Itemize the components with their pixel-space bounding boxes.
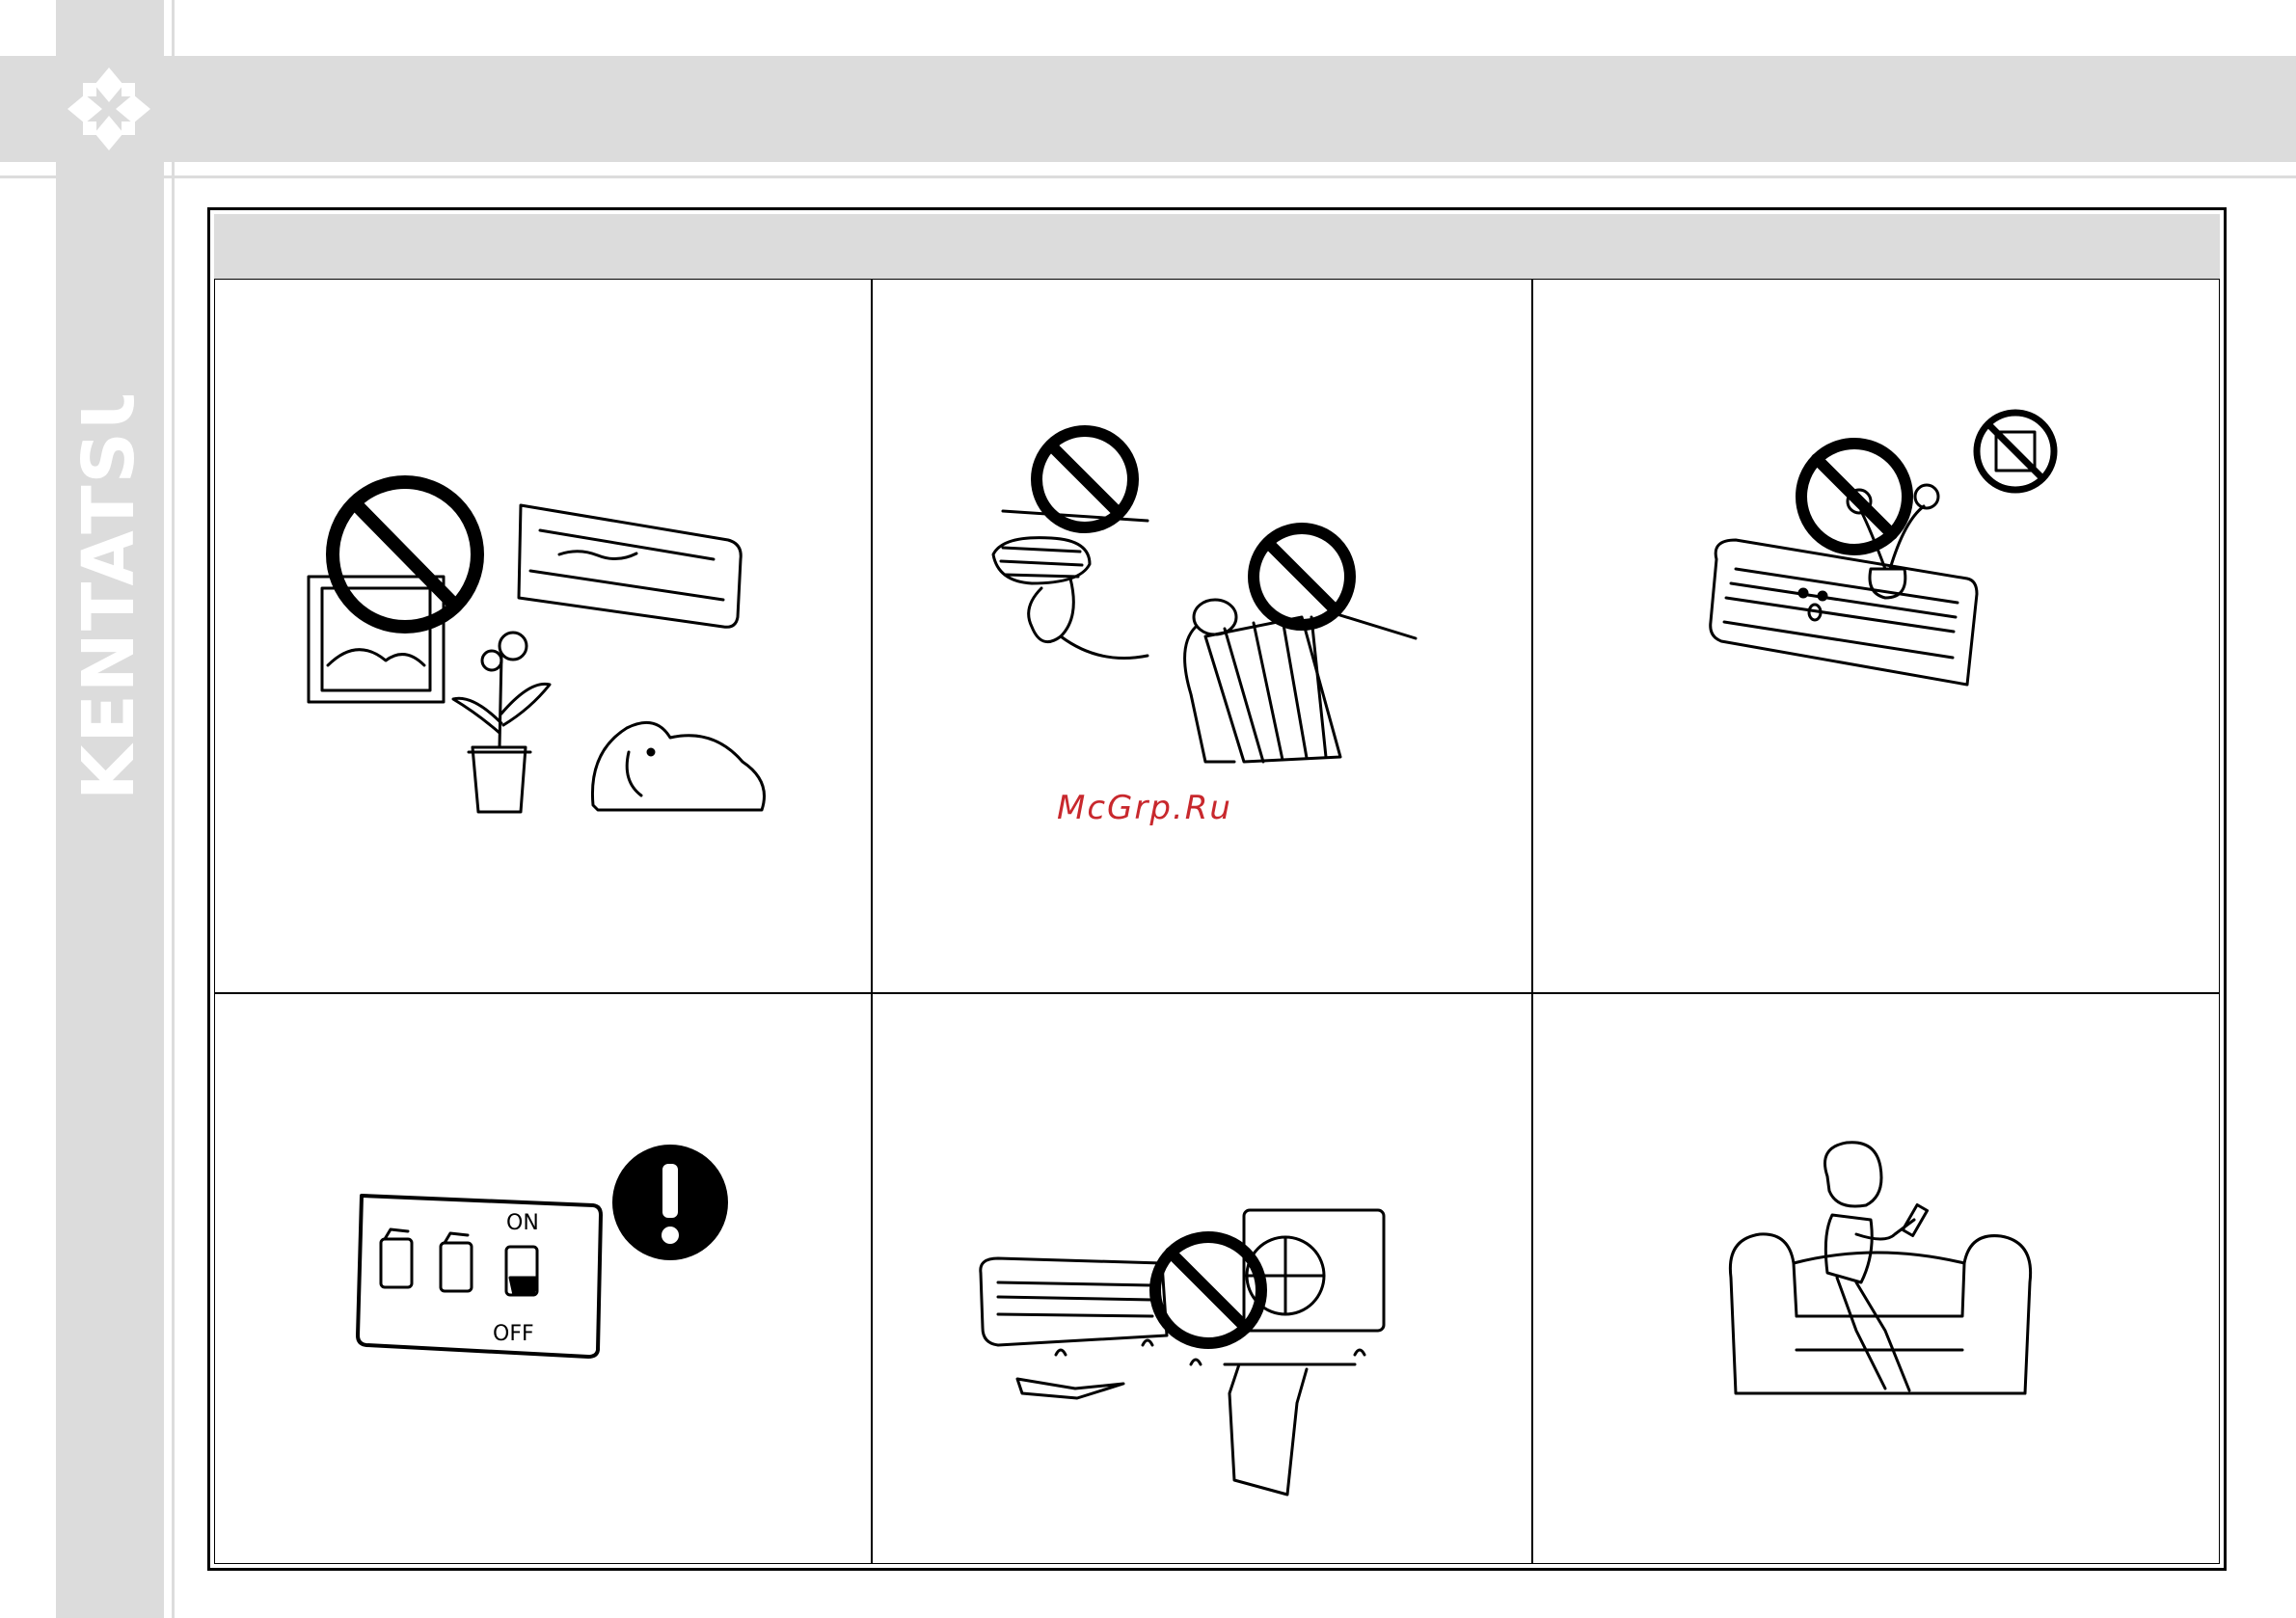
cell-illustration-handling: [974, 424, 1446, 781]
cell-illustration-obstruction: [289, 463, 791, 849]
prohibition-icon: [1254, 528, 1350, 625]
prohibition-icon: [1801, 444, 1907, 550]
panel-title-bar: [214, 214, 2220, 280]
switch-on-label: ON: [506, 1211, 539, 1235]
sofa-icon: [1730, 1234, 2030, 1393]
prohibition-icon: [333, 482, 477, 627]
picture-frame-icon: [309, 577, 444, 702]
cell-illustration-power-switch: ON OFF: [352, 1143, 738, 1364]
grid-divider: [871, 280, 873, 1564]
header-divider: [0, 175, 2296, 178]
wet-items-icon: [1017, 1340, 1364, 1495]
dog-icon: [592, 722, 764, 810]
grid-divider: [1531, 280, 1533, 1564]
switch-panel-icon: [358, 1196, 601, 1357]
brand-logo-icon: [56, 56, 162, 162]
air-conditioner-icon: [1711, 540, 1977, 685]
air-conditioner-icon: [519, 505, 741, 627]
warning-exclamation-icon: [612, 1145, 728, 1260]
potted-plant-icon: [453, 633, 550, 812]
watermark-text: McGrp.Ru: [1057, 789, 1259, 831]
grid-divider: [214, 992, 2220, 994]
person-icon: [1825, 1143, 1928, 1390]
outdoor-unit-icon: [1244, 1210, 1384, 1331]
brand-wordmark: KENTATSU: [48, 395, 174, 810]
air-conditioner-icon: [981, 1258, 1167, 1345]
prohibition-icon: [1037, 431, 1133, 527]
header-band: [0, 56, 2296, 162]
cell-illustration-objects-on-unit: [1697, 405, 2083, 714]
person-cleaning-icon: [993, 511, 1148, 659]
no-water-icon: [1977, 413, 2054, 490]
brand-name: KENTATSU: [68, 395, 150, 800]
cell-illustration-water-exposure: [969, 1200, 1442, 1509]
switch-off-label: OFF: [493, 1322, 534, 1346]
cell-illustration-person-with-remote: [1721, 1138, 2039, 1427]
